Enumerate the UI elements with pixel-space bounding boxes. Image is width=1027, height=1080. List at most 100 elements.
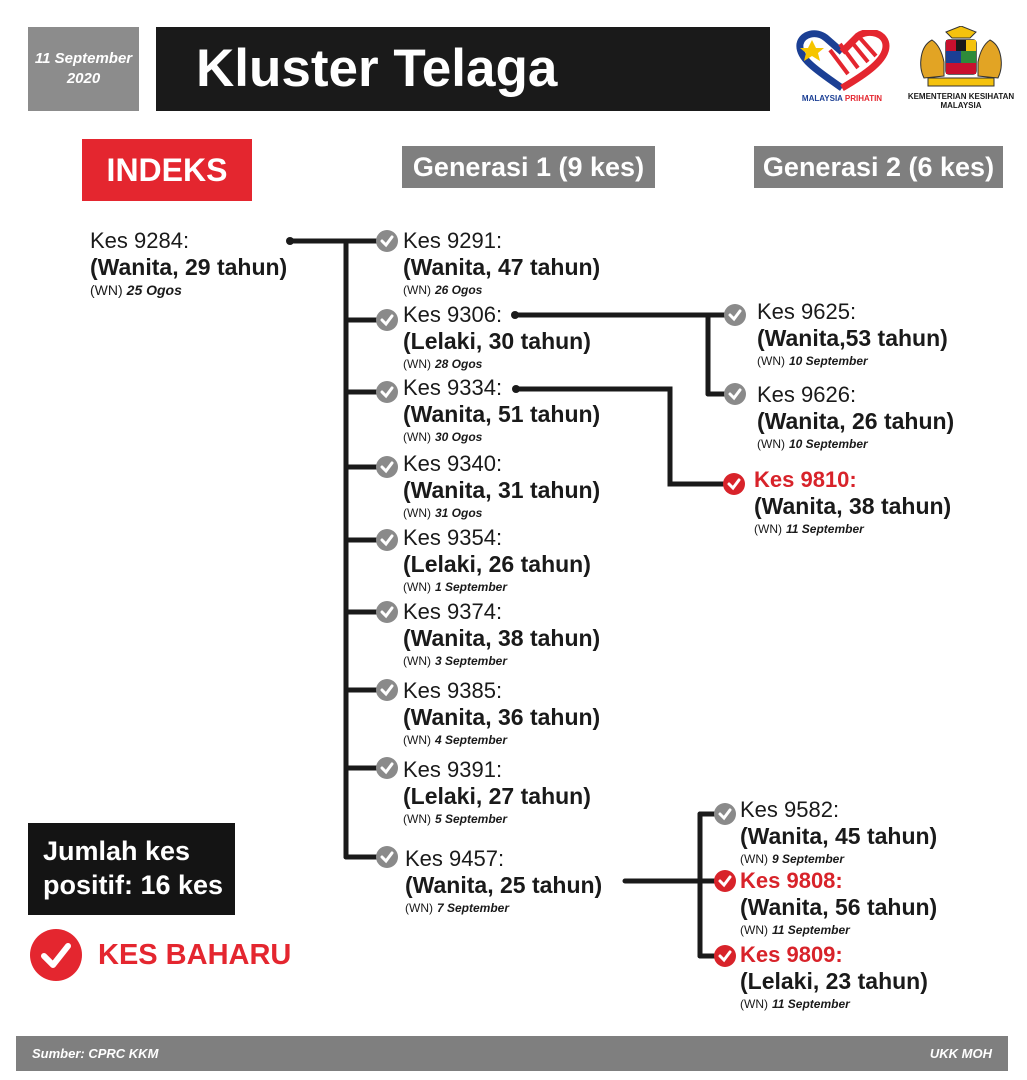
case-desc: (Lelaki, 23 tahun) <box>740 968 928 994</box>
check-circle-icon <box>376 529 398 551</box>
case-id: Kes 9808: <box>740 868 843 893</box>
case-desc: (Wanita, 26 tahun) <box>757 408 955 434</box>
case-meta: (WN)31 Ogos <box>403 504 600 522</box>
check-circle-icon <box>376 456 398 478</box>
connector-9306-dot <box>511 311 519 319</box>
case-id: Kes 9809: <box>740 942 843 967</box>
case-date: 11 September <box>771 923 850 937</box>
total-line-1: Jumlah kes <box>43 836 191 866</box>
case-date: 11 September <box>771 997 850 1011</box>
case-meta: (WN)11 September <box>740 995 928 1013</box>
case-meta: (WN)9 September <box>740 850 937 868</box>
gen1-case: Kes 9306: (Lelaki, 30 tahun) (WN)28 Ogos <box>403 303 591 373</box>
footer-source: Sumber: CPRC KKM <box>32 1046 159 1061</box>
case-date: 30 Ogos <box>434 430 483 444</box>
case-date: 11 September <box>785 522 864 536</box>
case-desc: (Lelaki, 27 tahun) <box>403 783 591 809</box>
case-nationality: (WN) <box>403 733 431 747</box>
case-nationality: (WN) <box>403 580 431 594</box>
case-id: Kes 9457: <box>405 846 505 871</box>
case-meta: (WN)4 September <box>403 731 600 749</box>
case-meta: (WN)5 September <box>403 810 591 828</box>
case-date: 1 September <box>434 580 508 594</box>
case-id: Kes 9374: <box>403 599 503 624</box>
case-nationality: (WN) <box>403 430 431 444</box>
index-case: Kes 9284: (Wanita, 29 tahun) (WN)25 Ogos <box>90 229 287 299</box>
case-date: 10 September <box>788 354 868 368</box>
case-nationality: (WN) <box>740 997 768 1011</box>
total-cases-box: Jumlah kes positif: 16 kes <box>28 823 235 915</box>
check-circle-icon <box>376 601 398 623</box>
case-desc: (Wanita, 56 tahun) <box>740 894 938 920</box>
gen2-case: Kes 9582: (Wanita, 45 tahun) (WN)9 Septe… <box>740 798 937 868</box>
case-nationality: (WN) <box>403 654 431 668</box>
case-id: Kes 9334: <box>403 375 503 400</box>
case-desc: (Wanita,53 tahun) <box>757 325 948 351</box>
gen1-case: Kes 9340: (Wanita, 31 tahun) (WN)31 Ogos <box>403 452 600 522</box>
case-date: 10 September <box>788 437 868 451</box>
kkm-caption-line-1: KEMENTERIAN KESIHATAN <box>907 92 1015 101</box>
gen1-case: Kes 9291: (Wanita, 47 tahun) (WN)26 Ogos <box>403 229 600 299</box>
check-circle-icon <box>376 309 398 331</box>
case-meta: (WN)10 September <box>757 435 954 453</box>
generation-2-heading: Generasi 2 (6 kes) <box>754 146 1003 188</box>
case-desc: (Wanita, 51 tahun) <box>403 401 601 427</box>
index-heading: INDEKS <box>82 139 252 201</box>
case-nationality: (WN) <box>90 282 123 298</box>
case-desc: (Wanita, 25 tahun) <box>405 872 603 898</box>
case-meta: (WN)28 Ogos <box>403 355 591 373</box>
gen1-case: Kes 9391: (Lelaki, 27 tahun) (WN)5 Septe… <box>403 758 591 828</box>
case-date: 4 September <box>434 733 508 747</box>
case-nationality: (WN) <box>757 354 785 368</box>
case-date: 31 Ogos <box>434 506 483 520</box>
date-line-1: 11 September <box>34 50 133 67</box>
case-date: 7 September <box>436 901 510 915</box>
check-circle-icon <box>714 803 736 825</box>
case-meta: (WN)26 Ogos <box>403 281 600 299</box>
case-desc: (Wanita, 38 tahun) <box>754 493 952 519</box>
case-nationality: (WN) <box>740 923 768 937</box>
case-meta: (WN)10 September <box>757 352 948 370</box>
case-nationality: (WN) <box>754 522 782 536</box>
case-meta: (WN)30 Ogos <box>403 428 600 446</box>
legend: KES BAHARU <box>30 927 291 983</box>
case-meta: (WN)25 Ogos <box>90 281 287 299</box>
case-nationality: (WN) <box>405 901 433 915</box>
check-circle-icon <box>724 383 746 405</box>
footer: Sumber: CPRC KKM UKK MOH <box>16 1036 1008 1071</box>
case-desc: (Lelaki, 26 tahun) <box>403 551 591 577</box>
case-id: Kes 9582: <box>740 797 840 822</box>
logo-word-malaysia: MALAYSIA <box>801 94 843 103</box>
case-nationality: (WN) <box>403 357 431 371</box>
case-id: Kes 9391: <box>403 757 503 782</box>
check-circle-icon <box>376 230 398 252</box>
case-date: 5 September <box>434 812 508 826</box>
case-desc: (Wanita, 29 tahun) <box>90 254 288 280</box>
date-box: 11 September 2020 <box>28 27 139 111</box>
check-circle-icon <box>724 304 746 326</box>
gen2-case-new: Kes 9809: (Lelaki, 23 tahun) (WN)11 Sept… <box>740 943 928 1013</box>
check-circle-icon <box>30 929 82 981</box>
new-case-check-icon <box>714 945 736 967</box>
gen1-case: Kes 9354: (Lelaki, 26 tahun) (WN)1 Septe… <box>403 526 591 596</box>
gen1-case: Kes 9385: (Wanita, 36 tahun) (WN)4 Septe… <box>403 679 600 749</box>
case-id: Kes 9354: <box>403 525 503 550</box>
malaysia-prihatin-logo: MALAYSIA PRIHATIN <box>786 28 898 110</box>
gen2-case-new: Kes 9810: (Wanita, 38 tahun) (WN)11 Sept… <box>754 468 951 538</box>
case-id: Kes 9340: <box>403 451 503 476</box>
check-circle-icon <box>376 381 398 403</box>
connector-9334-9810 <box>513 386 736 487</box>
kkm-crest-logo: KEMENTERIAN KESIHATAN MALAYSIA <box>906 25 1016 114</box>
case-desc: (Wanita, 45 tahun) <box>740 823 938 849</box>
case-desc: (Wanita, 47 tahun) <box>403 254 601 280</box>
gen1-case: Kes 9334: (Wanita, 51 tahun) (WN)30 Ogos <box>403 376 600 446</box>
gen2-case-new: Kes 9808: (Wanita, 56 tahun) (WN)11 Sept… <box>740 869 937 939</box>
case-nationality: (WN) <box>403 812 431 826</box>
case-meta: (WN)7 September <box>405 899 602 917</box>
case-date: 9 September <box>771 852 845 866</box>
total-line-2: positif: 16 kes <box>43 870 224 900</box>
case-nationality: (WN) <box>757 437 785 451</box>
logo-word-prihatin: PRIHATIN <box>844 94 883 103</box>
gen1-case: Kes 9457: (Wanita, 25 tahun) (WN)7 Septe… <box>405 847 602 917</box>
